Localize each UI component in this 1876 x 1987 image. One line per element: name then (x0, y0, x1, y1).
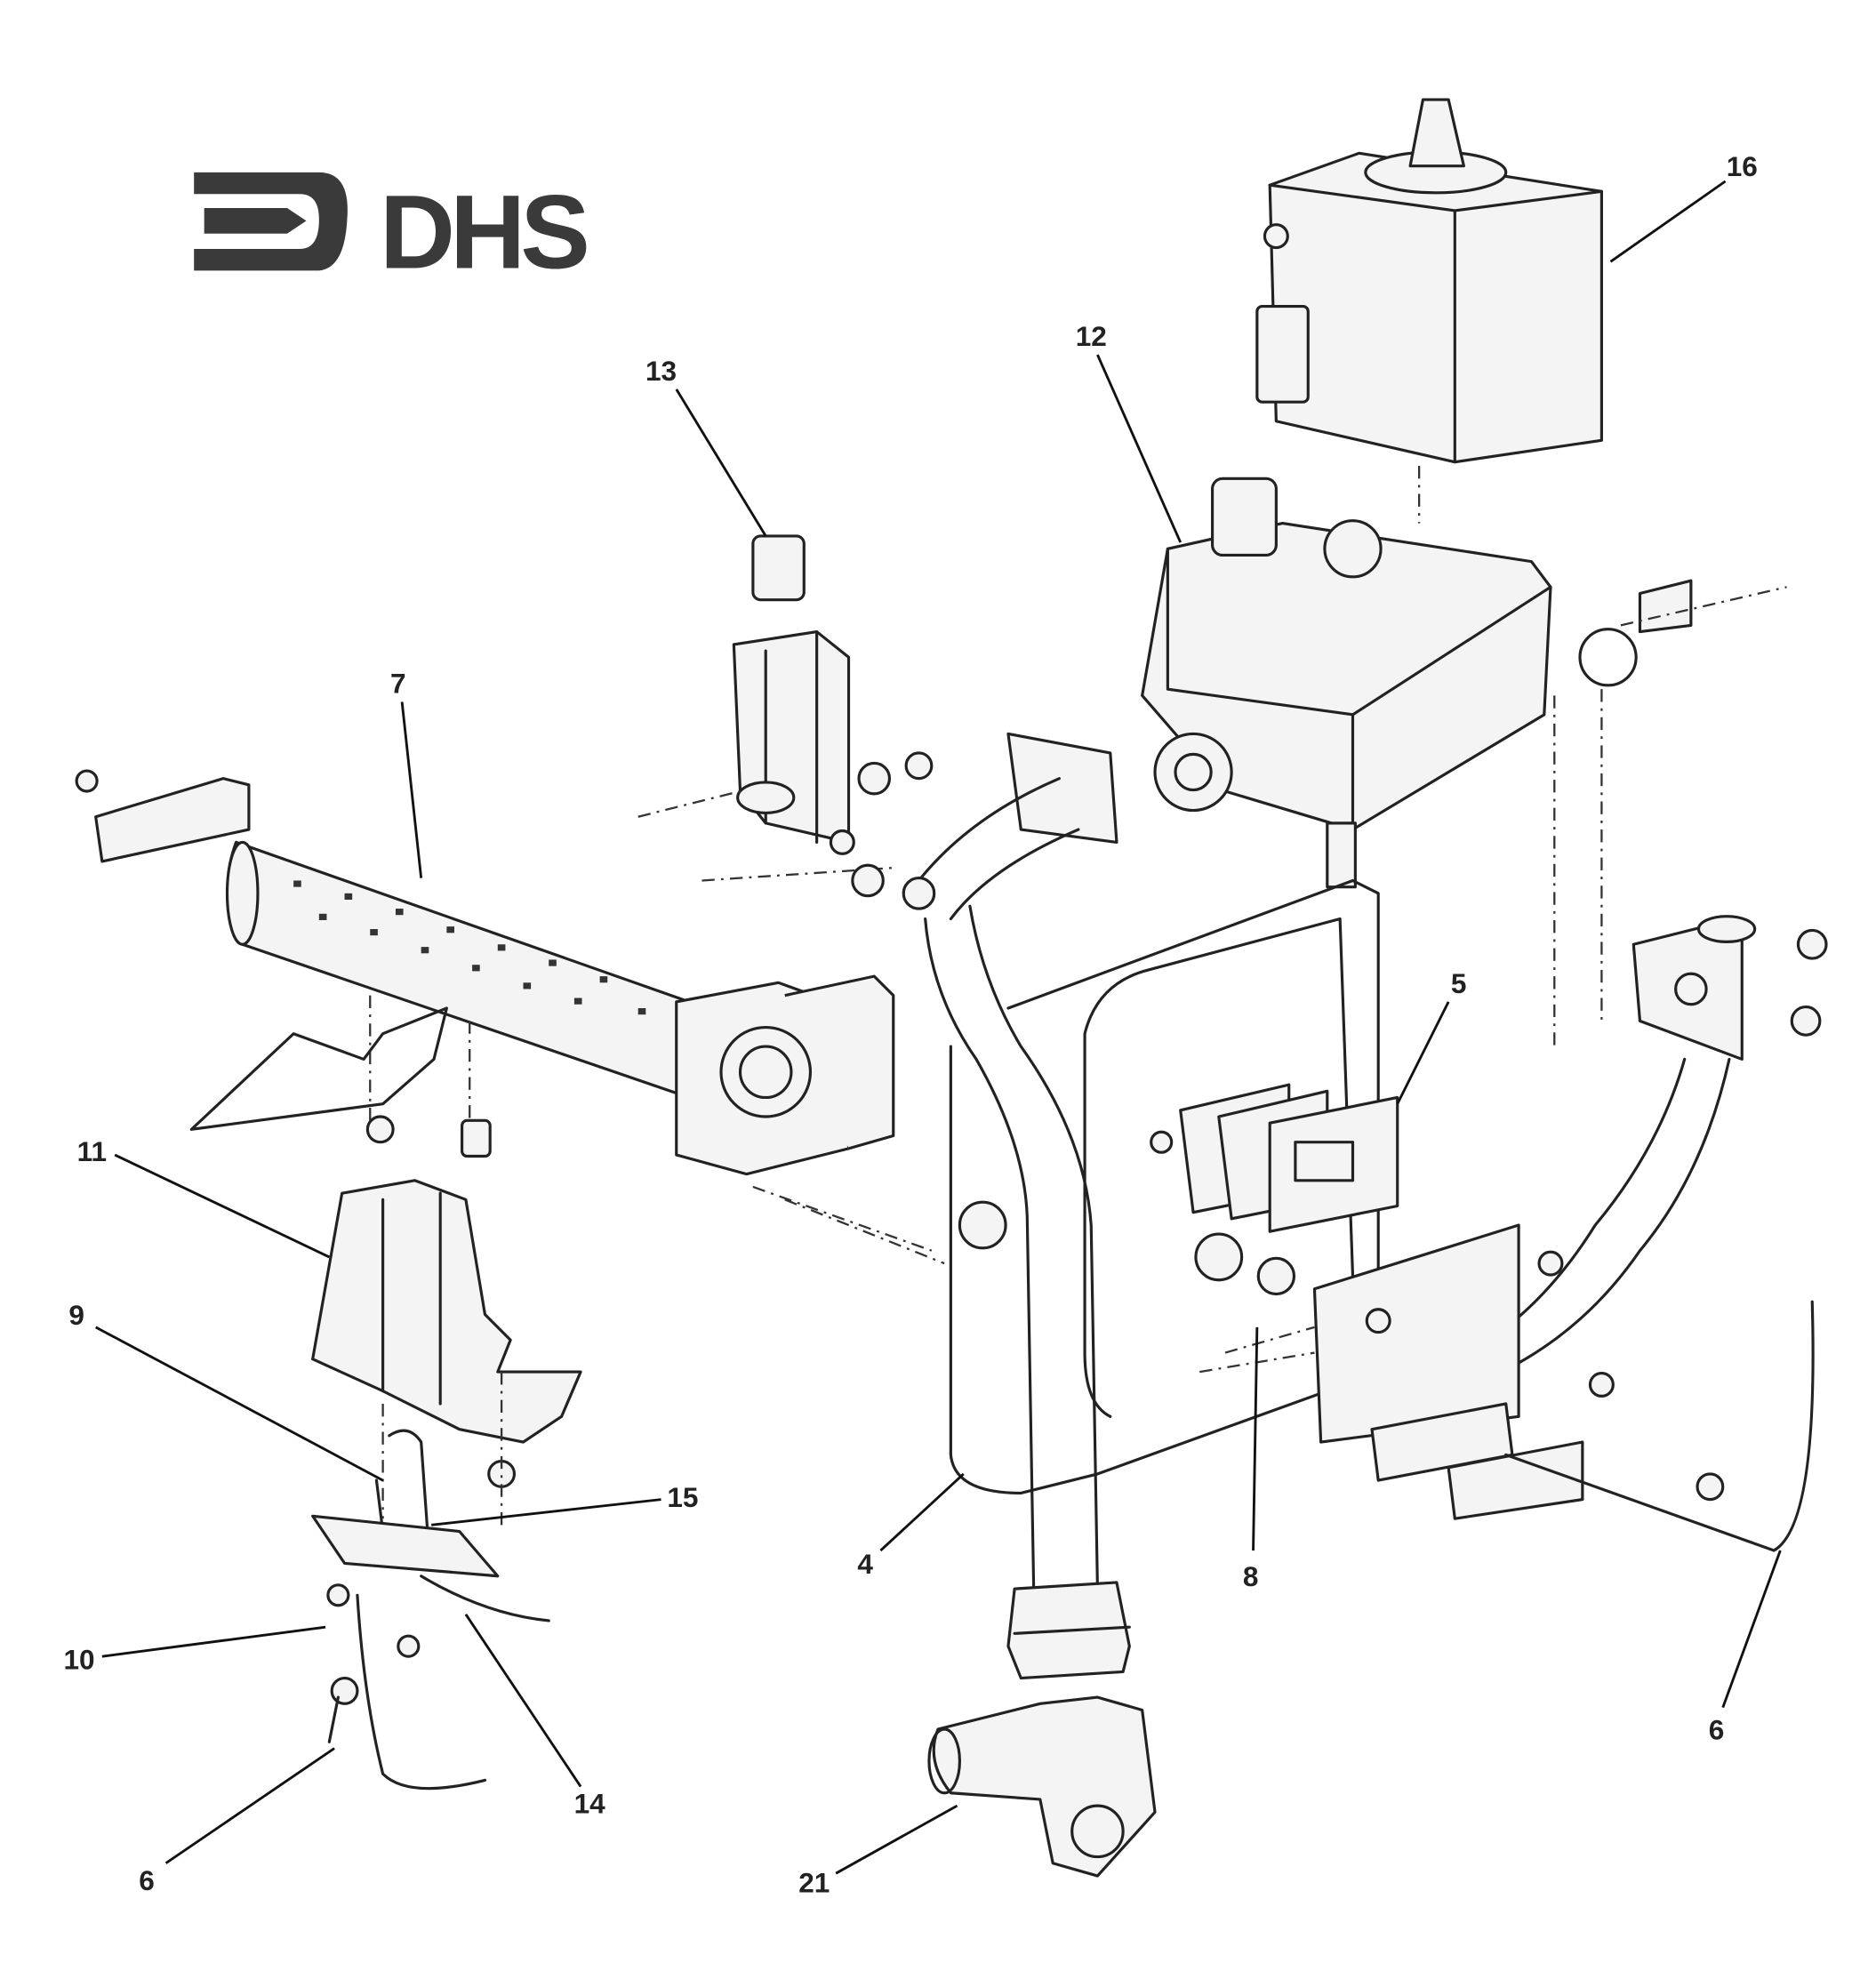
callout-7: 7 (390, 667, 406, 699)
part-13-piezo-ignitor (732, 534, 851, 844)
callout-16: 16 (1727, 150, 1758, 182)
outlet-flange-pipe (1312, 915, 1828, 1552)
callout-11: 11 (77, 1135, 107, 1167)
part-16-control-module (1255, 98, 1603, 464)
callout-6-left: 6 (139, 1864, 155, 1896)
part-21-tee-fitting (927, 1581, 1157, 1878)
leader-lines (94, 180, 1782, 1875)
callout-4: 4 (857, 1548, 873, 1580)
dhs-logo: DHS (194, 172, 591, 290)
pilot-assembly (311, 1429, 550, 1791)
callout-8: 8 (1243, 1560, 1259, 1592)
nut (365, 1115, 395, 1144)
o-ring (1578, 628, 1638, 687)
callout-10: 10 (63, 1644, 94, 1676)
callout-15: 15 (667, 1481, 698, 1513)
part-12-gas-valve (1141, 477, 1552, 889)
callout-12: 12 (1076, 320, 1107, 352)
burner-bracket (189, 1006, 448, 1131)
gas-inlet-pipe (829, 732, 1118, 1590)
callout-5: 5 (1451, 967, 1467, 999)
logo-text: DHS (380, 172, 586, 290)
part-11-pilot-shield (311, 1179, 582, 1444)
part-7-burner-tube (75, 769, 895, 1176)
callout-6-right: 6 (1709, 1713, 1725, 1745)
part-5-sight-glass-assembly (1150, 1083, 1399, 1296)
callout-14: 14 (574, 1788, 606, 1820)
valve-fitting (1638, 579, 1693, 634)
callout-labels: 16 12 13 7 5 11 9 15 10 14 6 4 8 21 6 (63, 150, 1757, 1899)
callout-9: 9 (68, 1299, 84, 1331)
callout-13: 13 (645, 355, 677, 387)
spacer (461, 1118, 492, 1158)
callout-21: 21 (798, 1867, 830, 1899)
